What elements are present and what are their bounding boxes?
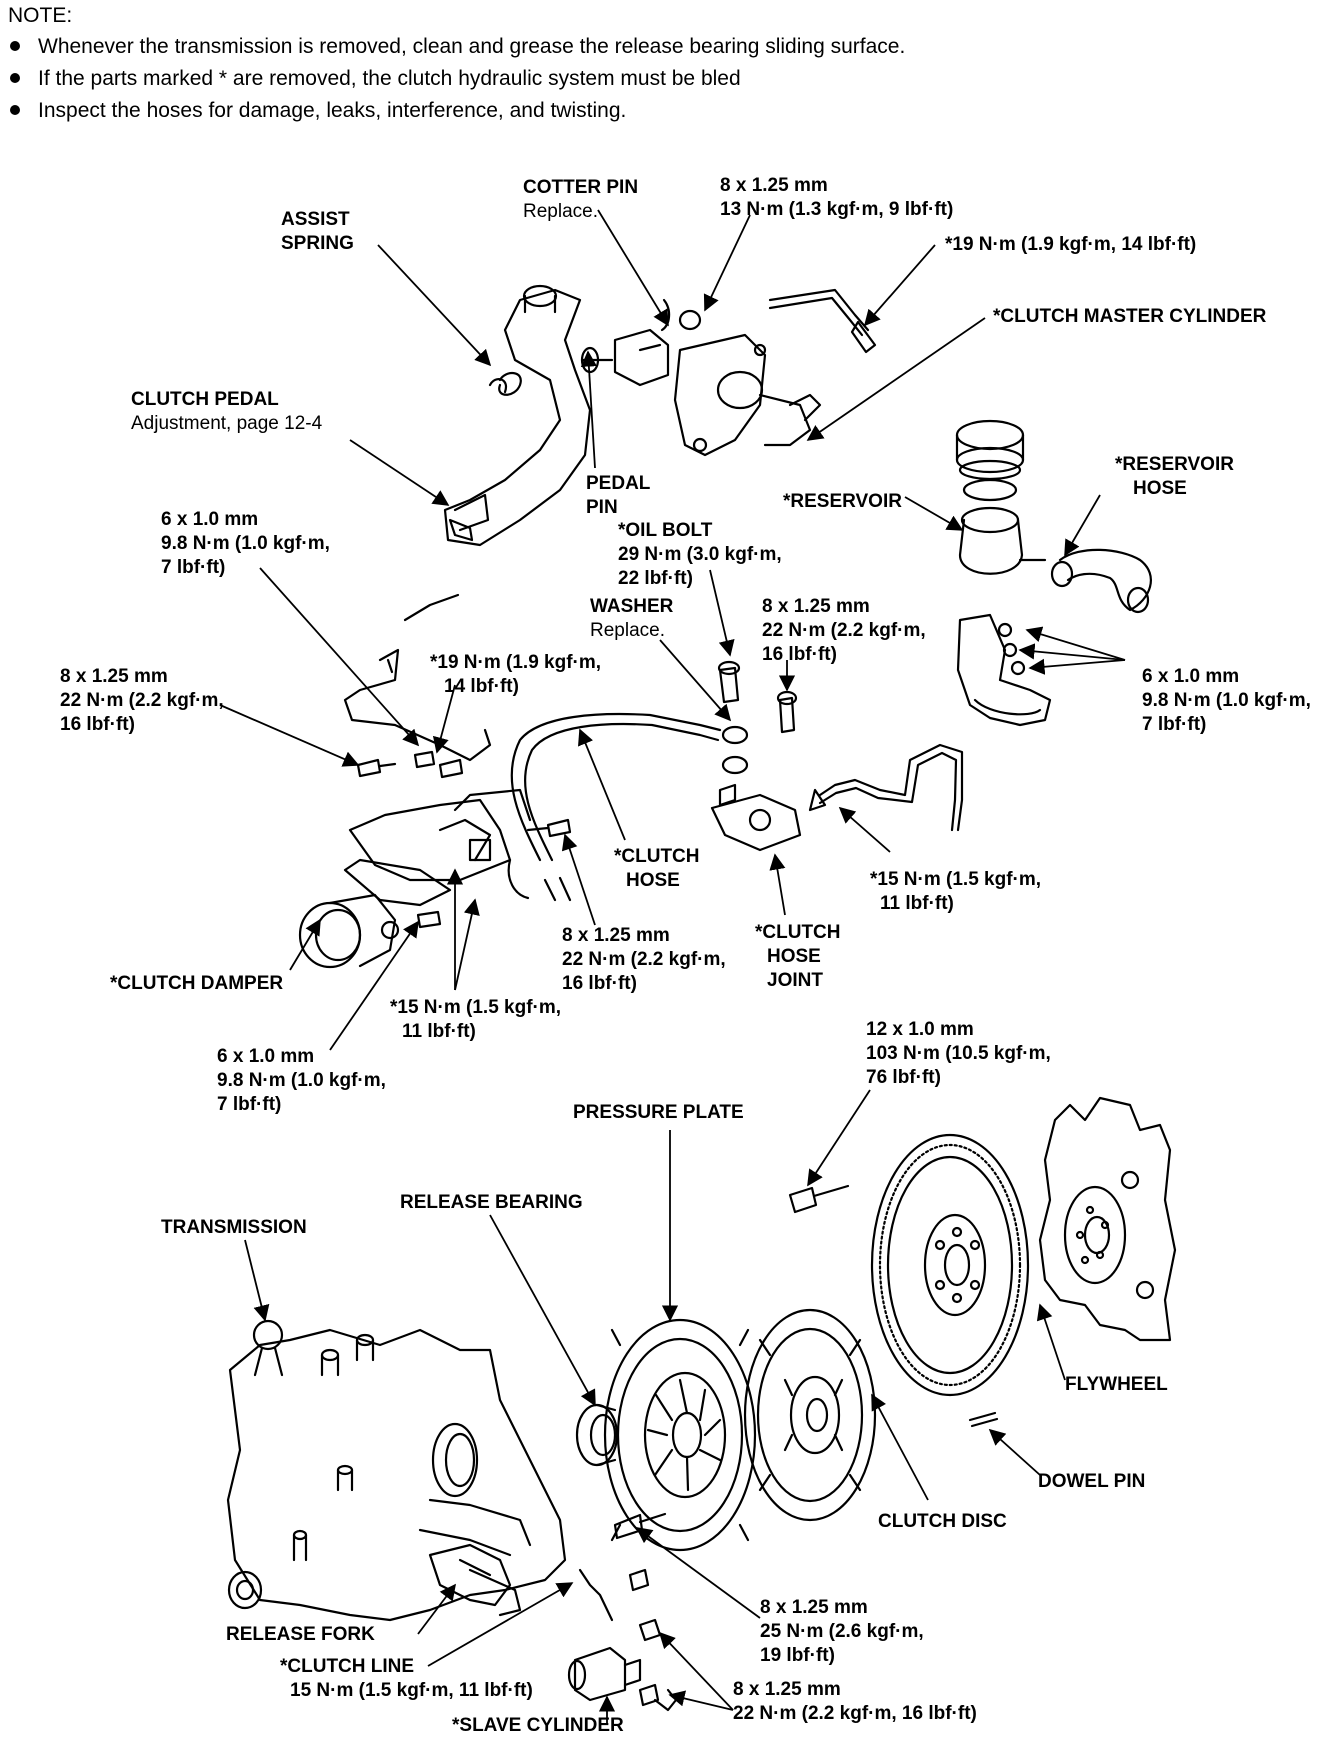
note-item: If the parts marked * are removed, the c… [8, 63, 905, 95]
flywheel-bolt-drawing [788, 1184, 850, 1214]
engine-block-drawing [1038, 1096, 1177, 1342]
torque-15-left-label: *15 N·m (1.5 kgf·m,11 lbf·ft) [390, 997, 562, 1042]
pressure-plate-label: PRESSURE PLATE [573, 1102, 744, 1123]
clutch-pedal-drawing [443, 284, 592, 547]
clutch-disc-label: CLUTCH DISC [878, 1511, 1007, 1532]
note-item: Whenever the transmission is removed, cl… [8, 31, 905, 63]
bullet-icon [10, 105, 20, 116]
clutch-line-upper-drawing [343, 593, 492, 762]
flywheel-drawing [870, 1133, 1030, 1397]
pressure-plate-drawing [603, 1318, 757, 1552]
note-heading: NOTE: [8, 4, 73, 27]
bullet-icon [10, 41, 20, 52]
clutch-damper-label: *CLUTCH DAMPER [110, 973, 284, 994]
note-item: Inspect the hoses for damage, leaks, int… [8, 95, 905, 127]
reservoir-bracket-drawing [956, 613, 1052, 727]
transmission-label: TRANSMISSION [161, 1217, 307, 1238]
slave-cylinder-drawing [567, 1512, 678, 1712]
dowel-pin-label: DOWEL PIN [1038, 1471, 1146, 1492]
torque-15-right-label: *15 N·m (1.5 kgf·m,11 lbf·ft) [870, 869, 1042, 914]
oil-bolt-drawing [717, 660, 798, 775]
reservoir-label: *RESERVOIR [783, 491, 902, 512]
note-list: Whenever the transmission is removed, cl… [8, 31, 905, 127]
torque-19-top-label: *19 N·m (1.9 kgf·m, 14 lbf·ft) [945, 234, 1197, 255]
transmission-drawing [226, 1319, 567, 1622]
clutch-hose-drawing [507, 712, 722, 902]
torque-19-mid-label: *19 N·m (1.9 kgf·m,14 lbf·ft) [430, 652, 602, 697]
release-fork-label: RELEASE FORK [226, 1624, 375, 1645]
leader-lines [219, 209, 1126, 1725]
reservoir-drawing [955, 419, 1152, 614]
release-bearing-drawing [575, 1403, 619, 1467]
clevis-drawing [580, 298, 702, 387]
bullet-icon [10, 73, 20, 84]
dowel-pin-drawing [968, 1411, 999, 1428]
clutch-line-right-drawing [808, 743, 964, 832]
clutch-damper-drawing [298, 788, 532, 969]
flywheel-label: FLYWHEEL [1065, 1374, 1168, 1395]
release-bearing-label: RELEASE BEARING [400, 1192, 583, 1213]
master-cylinder-drawing [673, 288, 877, 457]
clutch-hose-joint-drawing [710, 783, 802, 852]
clutch-disc-drawing [743, 1308, 877, 1522]
master-cylinder-label: *CLUTCH MASTER CYLINDER [993, 306, 1267, 327]
slave-cylinder-label: *SLAVE CYLINDER [452, 1715, 624, 1736]
